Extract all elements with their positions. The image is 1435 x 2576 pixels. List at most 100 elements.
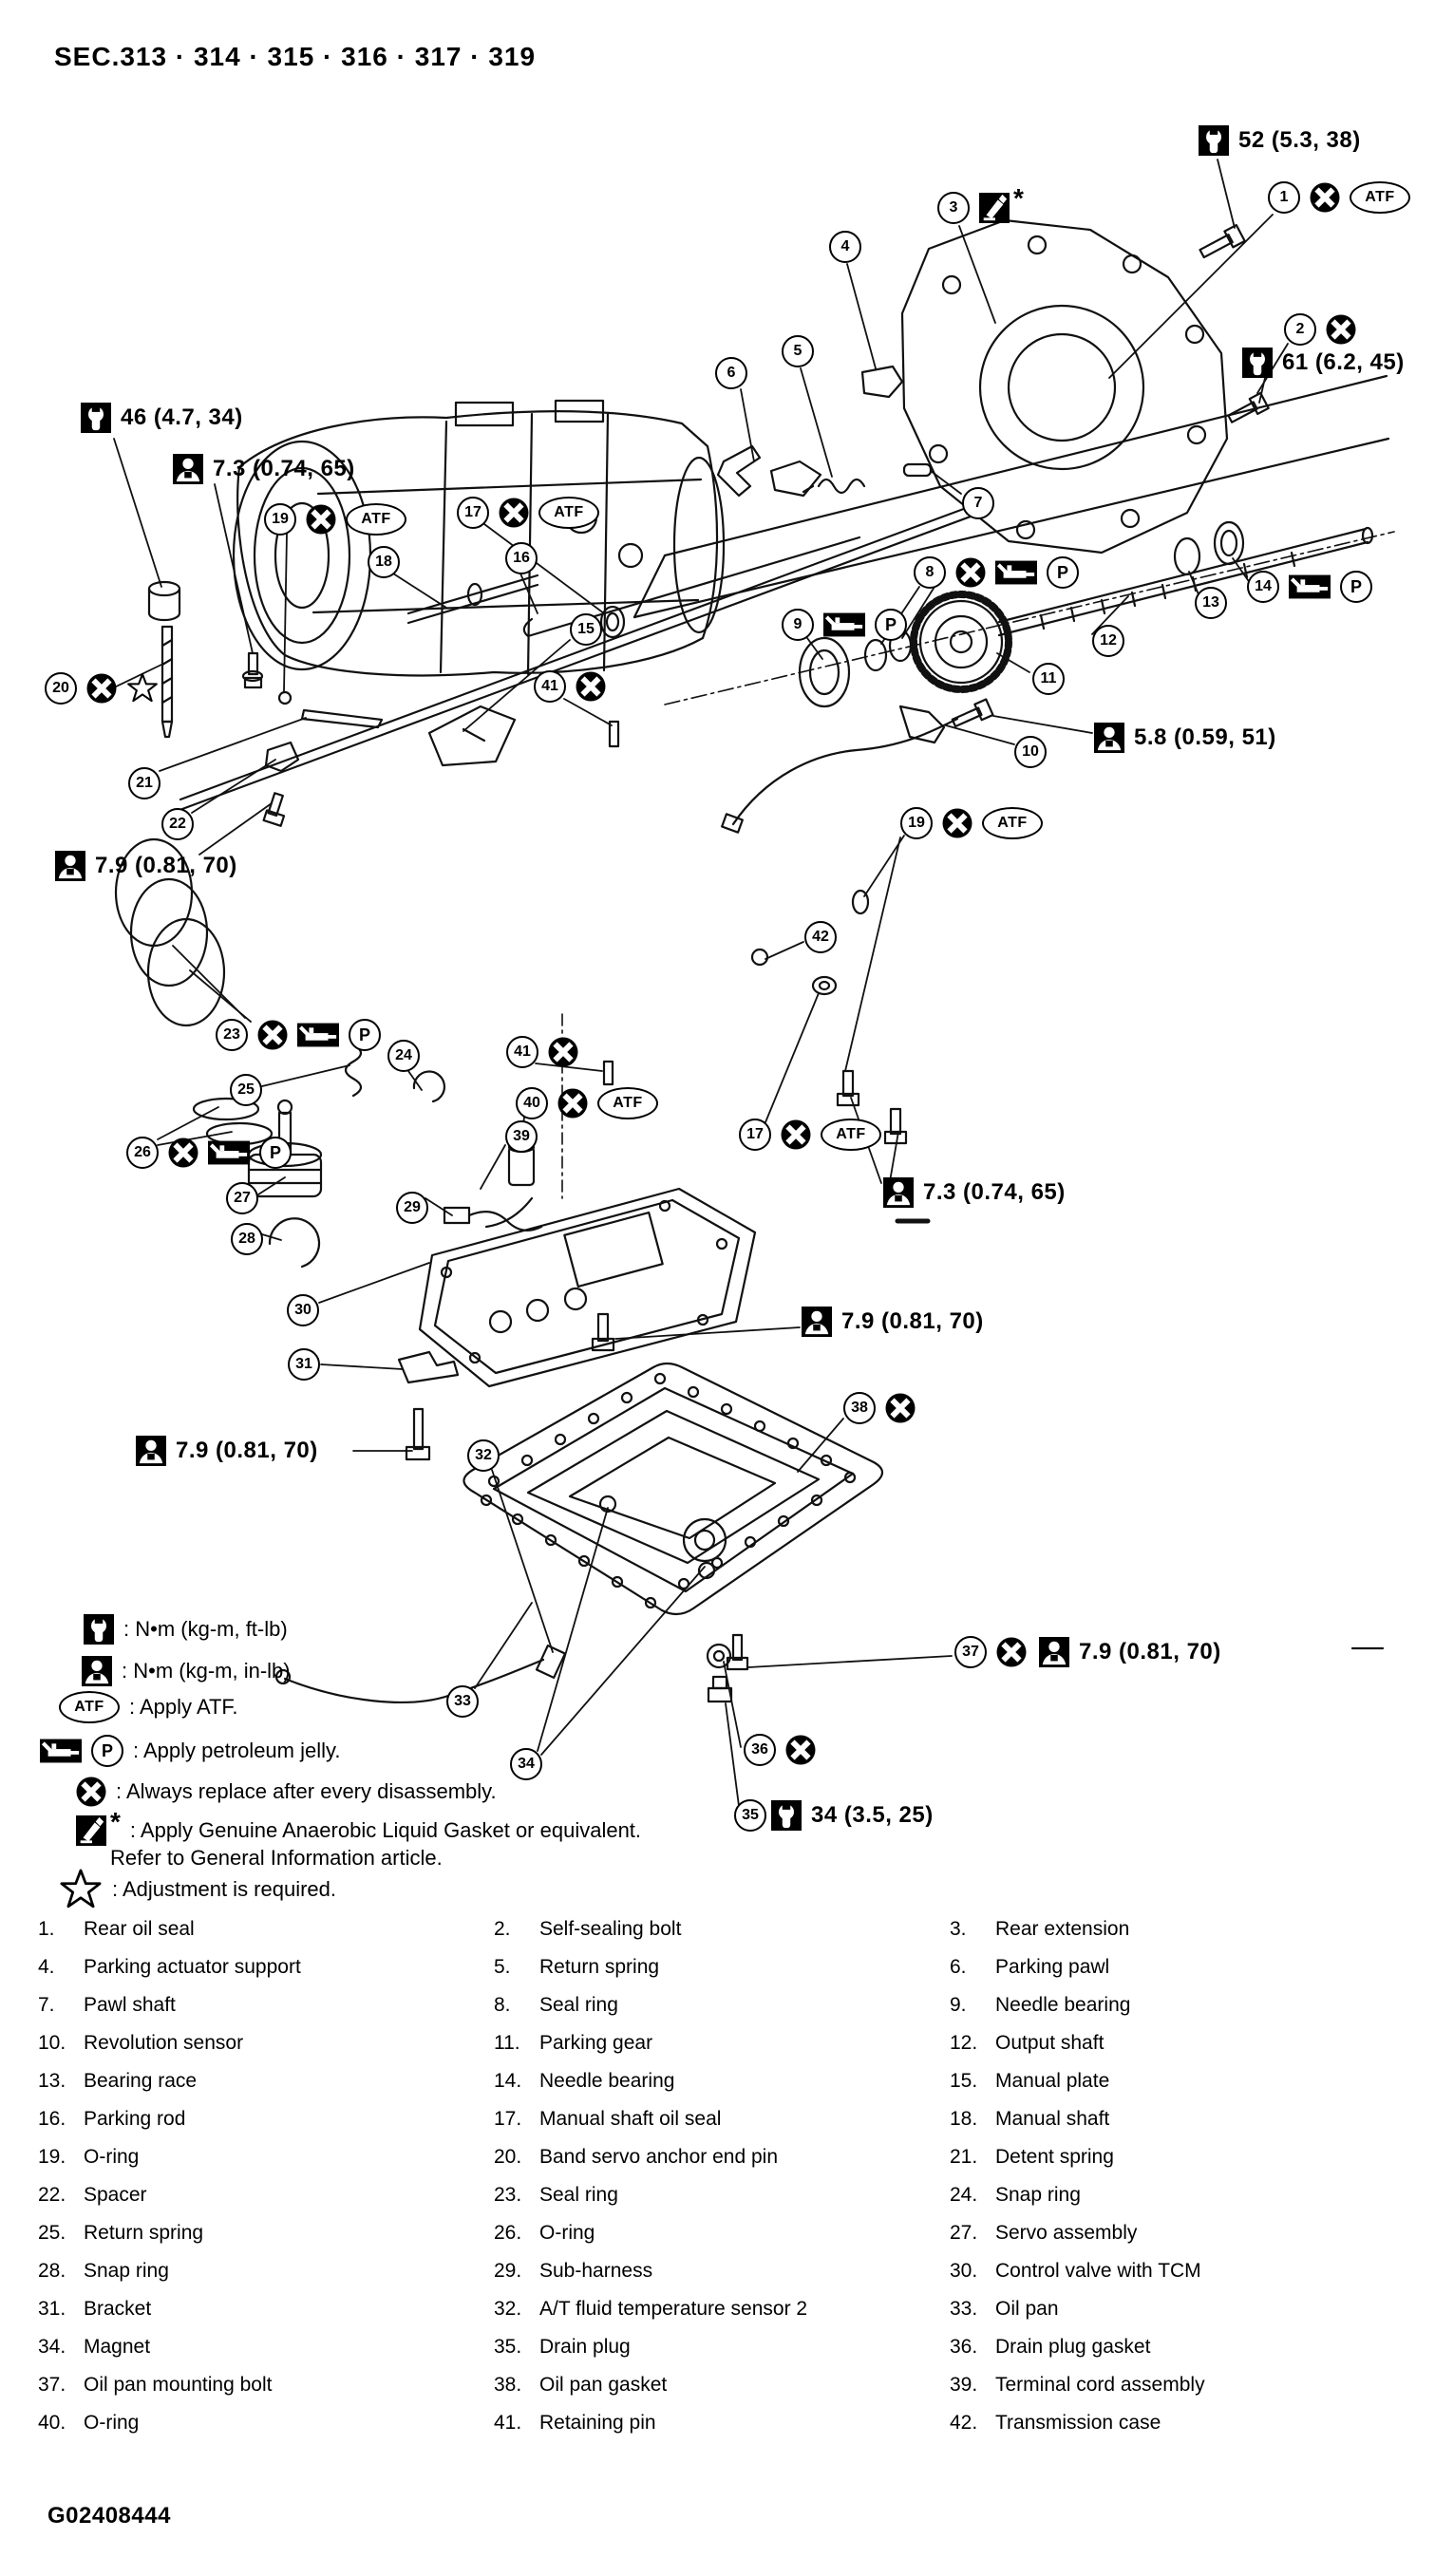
torque-wrench-inlb-icon [173,454,203,484]
torque-spec-text: 34 (3.5, 25) [811,1802,934,1828]
part-name: O-ring [84,2412,140,2434]
torque-wrench-inlb-icon [883,1177,914,1208]
callout-group-24: 24 [387,1040,420,1072]
replace-symbol [548,1037,578,1067]
torque-wrench-inlb-icon [1094,723,1124,753]
grease-gun-icon [297,1023,339,1047]
replace-symbol [168,1138,198,1168]
callout-group-28: 28 [231,1223,263,1255]
part-name: Drain plug gasket [995,2336,1151,2358]
callout-group-6: 6 [715,357,747,389]
part-item-29: 29.Sub-harness [494,2252,950,2290]
valve-body-art [274,1187,757,1703]
part-item-6: 6.Parking pawl [950,1948,1397,1986]
part-item-41: 41.Retaining pin [494,2404,950,2442]
part-number: 20. [494,2146,522,2168]
petroleum-p-symbol: P [1047,556,1079,589]
torque-spec-label: 7.9 (0.81, 70) [55,851,237,881]
part-item-11: 11.Parking gear [494,2024,950,2062]
callout-41: 41 [506,1036,538,1068]
torque-wrench-ftlb-icon [1242,348,1273,378]
leader-lines [109,159,1289,1807]
part-item-5: 5.Return spring [494,1948,950,1986]
figure-code: G02408444 [47,2503,171,2529]
callout-group-21: 21 [128,767,160,799]
legend-item: Refer to General Information article. [110,1846,443,1871]
torque-spec-label: 61 (6.2, 45) [1242,348,1405,378]
torque-wrench-inlb-icon [55,851,85,881]
replace-symbol [576,671,606,702]
torque-wrench-ftlb-icon [1199,125,1229,156]
legend-item: : Always replace after every disassembly… [76,1777,497,1807]
torque-spec-text: 61 (6.2, 45) [1282,349,1405,375]
torque-spec-text: 46 (4.7, 34) [121,404,243,430]
grease-gun-icon [208,1140,250,1165]
part-item-14: 14. Needle bearing [494,2062,950,2100]
part-name: Parking actuator support [84,1956,301,1978]
part-number: 21. [950,2146,978,2168]
callout-group-41: 41 [506,1036,578,1068]
part-number: 1. [38,1918,55,1940]
callout-group-7: 7 [962,487,994,519]
callout-group-34: 34 [510,1748,542,1780]
part-number: 41. [494,2412,522,2434]
callout-2: 2 [1284,313,1316,346]
part-name: Snap ring [995,2184,1081,2206]
part-item-27: 27. Servo assembly [950,2214,1397,2252]
part-name: Parking gear [539,2032,653,2054]
part-number: 18. [950,2108,978,2130]
callout-group-12: 12 [1092,625,1124,657]
part-number: 14. [494,2070,522,2092]
part-name: A/T fluid temperature sensor 2 [539,2298,808,2320]
torque-wrench-ftlb-icon [84,1614,114,1645]
part-number: 5. [494,1956,511,1978]
part-name: O-ring [539,2222,595,2244]
grease-gun-icon [823,612,865,637]
legend-item-text: : N•m (kg-m, ft-lb) [123,1617,288,1641]
liquid-gasket-icon [979,193,1010,223]
part-item-30: 30.Control valve with TCM [950,2252,1397,2290]
part-number: 34. [38,2336,66,2358]
part-item-42: 42.Transmission case [950,2404,1397,2442]
part-number: 30. [950,2260,978,2282]
part-item-39: 39.Terminal cord assembly [950,2366,1397,2404]
part-item-28: 28.Snap ring [38,2252,494,2290]
part-name: Drain plug [539,2336,631,2358]
part-item-19: 19.O-ring [38,2138,494,2176]
part-name: Needle bearing [539,2070,675,2092]
torque-spec-label: 7.3 (0.74, 65) [173,454,355,484]
part-item-40: 40.O-ring [38,2404,494,2442]
liquid-gasket-icon [76,1815,106,1846]
part-number: 27. [950,2222,978,2244]
callout-group-38: 38 [843,1392,916,1424]
part-item-4: 4.Parking actuator support [38,1948,494,1986]
callout-10: 10 [1014,736,1047,768]
callout-group-3: 3* [937,183,1024,224]
callout-8: 8 [914,556,946,589]
part-name: Transmission case [995,2412,1161,2434]
callout-9: 9 [782,609,814,641]
part-item-23: 23.Seal ring [494,2176,950,2214]
callout-38: 38 [843,1392,876,1424]
callout-26: 26 [126,1137,159,1169]
callout-16: 16 [505,542,538,574]
petroleum-p-symbol: P [91,1735,123,1767]
part-name: Servo assembly [995,2222,1138,2244]
part-number: 10. [38,2032,66,2054]
callout-group-42: 42 [804,921,837,953]
callout-23: 23 [216,1019,248,1051]
replace-symbol [499,498,529,528]
petroleum-p-symbol: P [875,609,907,641]
torque-spec-text: 7.9 (0.81, 70) [95,853,237,878]
part-item-35: 35.Drain plug [494,2328,950,2366]
part-name: Rear oil seal [84,1918,195,1940]
asterisk-mark: * [1013,183,1024,213]
callout-group-37: 37 [954,1636,1027,1668]
asterisk-mark: * [110,1807,121,1836]
